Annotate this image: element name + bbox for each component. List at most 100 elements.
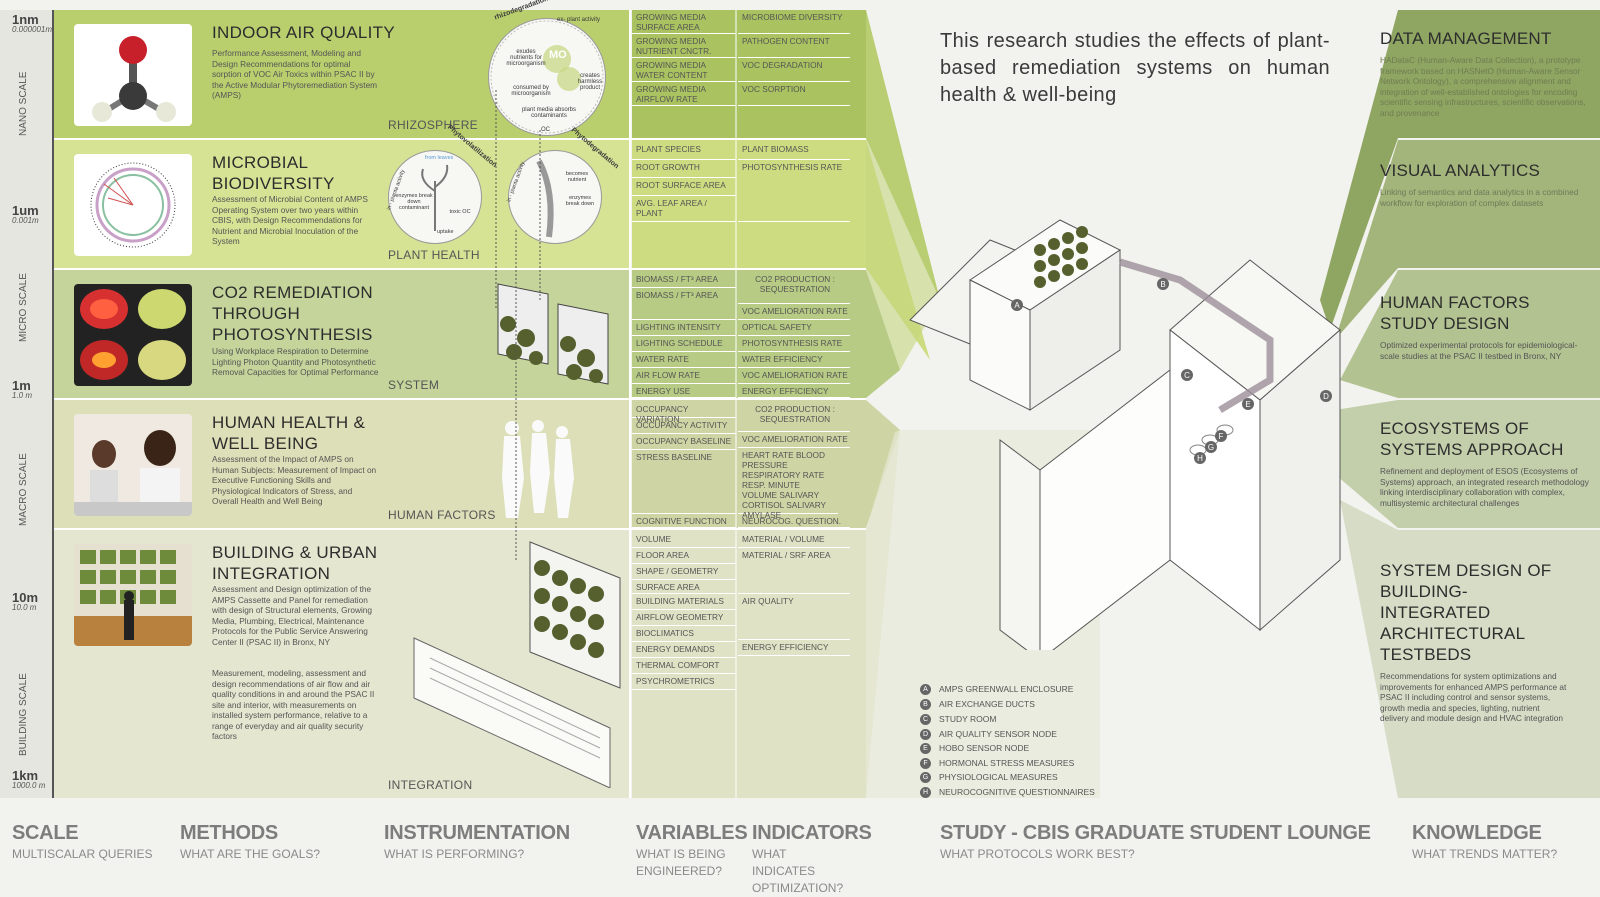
legend-key: F (920, 758, 931, 770)
ind-cell: CO2 PRODUCTION : SEQUESTRATION (738, 272, 850, 304)
var-cell: SHAPE / GEOMETRY (632, 564, 736, 580)
ind-cell: MICROBIOME DIVERSITY (738, 10, 850, 34)
rhizo-harmless: creates harmless product (577, 73, 603, 91)
rhizodegradation-diagram: rhizodegradation ex- plant activity exud… (488, 0, 606, 136)
rhizo-exudes: exudes nutrients for microorganism (506, 49, 546, 67)
var-cell: GROWING MEDIA WATER CONTENT (632, 58, 736, 82)
knowledge-human-factors: HUMAN FACTORS STUDY DESIGN Optimized exp… (1380, 292, 1590, 361)
ind-cell: ENERGY EFFICIENCY (738, 384, 850, 398)
instrument-label: RHIZOSPHERE (388, 118, 478, 132)
method-row-human-health: HUMAN HEALTH & WELL BEING Assessment of … (52, 400, 630, 528)
knowledge-title: HUMAN FACTORS STUDY DESIGN (1380, 293, 1530, 333)
var-cell: LIGHTING SCHEDULE (632, 336, 736, 352)
ind-cell: VOC SORPTION (738, 82, 850, 106)
footer-knowledge-title: KNOWLEDGE (1412, 822, 1542, 844)
rhizo-absorbs: plant media absorbs contaminants (521, 107, 577, 119)
svg-text:G: G (1208, 443, 1214, 452)
var-cell: AVG. LEAF AREA / PLANT (632, 196, 736, 222)
legend-text: HOBO SENSOR NODE (939, 743, 1030, 753)
footer-indicators-sub: WHAT INDICATES OPTIMIZATION? (752, 847, 844, 895)
method-description: Performance Assessment, Modeling and Des… (212, 48, 378, 100)
svg-text:C: C (1184, 371, 1190, 380)
phytovol-leaves: from leaves (425, 155, 454, 161)
footer-knowledge-sub: WHAT TRENDS MATTER? (1412, 847, 1558, 861)
knowledge-description: Optimized experimental protocols for epi… (1380, 340, 1578, 361)
instrument-label: PLANT HEALTH (388, 248, 480, 262)
method-description: Using Workplace Respiration to Determine… (212, 346, 379, 377)
var-cell: BIOMASS / FT³ AREA (632, 272, 736, 288)
phytodeg-enzymes: enzymes break down (565, 195, 595, 207)
ind-cell: AIR QUALITY (738, 594, 850, 640)
footer-study-title: STUDY - CBIS GRADUATE STUDENT LOUNGE (940, 822, 1371, 844)
legend-key: E (920, 743, 931, 755)
method-description: Assessment of Microbial Content of AMPS … (212, 194, 368, 246)
footer-indicators-title: INDICATORS (752, 822, 872, 844)
knowledge-description: HADataC (Human-Aware Data Collection), a… (1380, 55, 1586, 118)
var-cell: OCCUPANCY VARIATION (632, 402, 736, 424)
legend-text: HORMONAL STRESS MEASURES (939, 758, 1075, 768)
var-cell: ENERGY DEMANDS (632, 642, 736, 658)
method-row-co2: CO2 REMEDIATION THROUGH PHOTOSYNTHESIS U… (52, 270, 630, 398)
ind-cell: PHOTOSYNTHESIS RATE (738, 160, 850, 222)
phylogenetic-tree-image (74, 154, 192, 256)
legend-text: PHYSIOLOGICAL MEASURES (939, 772, 1058, 782)
legend-key: B (920, 699, 931, 711)
var-cell: STRESS BASELINE (632, 450, 736, 514)
var-cell: BIOCLIMATICS (632, 626, 736, 642)
knowledge-system-design: SYSTEM DESIGN OF BUILDING-INTEGRATED ARC… (1380, 560, 1570, 724)
var-cell: BIOMASS / FT³ AREA (632, 288, 736, 320)
footer-variables-title: VARIABLES (636, 822, 748, 844)
var-cell: AIR FLOW RATE (632, 368, 736, 384)
method-description-2: Measurement, modeling, assessment and de… (212, 668, 375, 741)
var-cell: GROWING MEDIA NUTRIENT CNCTR. (632, 34, 736, 58)
knowledge-title: VISUAL ANALYTICS (1380, 161, 1541, 180)
ind-cell: VOC AMELIORATION RATE (738, 368, 850, 384)
legend-key: D (920, 729, 931, 741)
method-row-air-quality: INDOOR AIR QUALITY Performance Assessmen… (52, 0, 630, 138)
leaf-thermal-image (74, 284, 192, 386)
var-cell: OCCUPANCY ACTIVITY (632, 418, 736, 434)
ind-cell: PHOTOSYNTHESIS RATE (738, 336, 850, 352)
ind-cell: MATERIAL / SRF AREA (738, 548, 850, 594)
svg-text:H: H (1197, 454, 1203, 463)
ind-cell: OPTICAL SAFETY (738, 320, 850, 336)
phytodeg-nutrient: becomes nutrient (565, 171, 589, 183)
ind-cell: PLANT BIOMASS (738, 142, 850, 160)
instrument-label: SYSTEM (388, 378, 440, 392)
var-cell: PLANT SPECIES (632, 142, 736, 160)
var-cell: ROOT GROWTH (632, 160, 736, 178)
method-title: MICROBIAL BIODIVERSITY (212, 153, 335, 193)
method-description: Assessment and Design optimization of th… (212, 584, 373, 647)
legend-key: G (920, 772, 931, 784)
phytovolatilization-diagram: Phytovolatilization in - planta activity… (386, 124, 498, 244)
ind-cell: HEART RATE BLOOD PRESSURE RESPIRATORY RA… (738, 448, 838, 520)
greenwall-photo (74, 544, 192, 646)
method-title: BUILDING & URBAN INTEGRATION (212, 543, 378, 583)
legend-text: STUDY ROOM (939, 714, 997, 724)
scale-column (0, 10, 54, 798)
method-title: INDOOR AIR QUALITY (212, 23, 395, 42)
footer-scale-title: SCALE (12, 822, 79, 844)
study-participants-photo (74, 414, 192, 516)
rhizo-activity: ex- plant activity (557, 17, 601, 23)
footer-scale-sub: MULTISCALAR QUERIES (12, 847, 153, 861)
ind-cell: MATERIAL / VOLUME (738, 532, 850, 548)
instrument-label: HUMAN FACTORS (388, 508, 496, 522)
legend-key: H (920, 787, 931, 799)
ind-cell: VOC AMELIORATION RATE (738, 432, 850, 448)
rhizo-oc: OC (541, 127, 550, 133)
svg-text:B: B (1160, 280, 1165, 289)
var-cell: BUILDING MATERIALS (632, 594, 736, 610)
var-cell: SURFACE AREA (632, 580, 736, 594)
phytovol-toxic: toxic OC (449, 209, 471, 215)
legend-key: C (920, 714, 931, 726)
ind-cell: PATHOGEN CONTENT (738, 34, 850, 58)
footer-study-sub: WHAT PROTOCOLS WORK BEST? (940, 847, 1135, 861)
